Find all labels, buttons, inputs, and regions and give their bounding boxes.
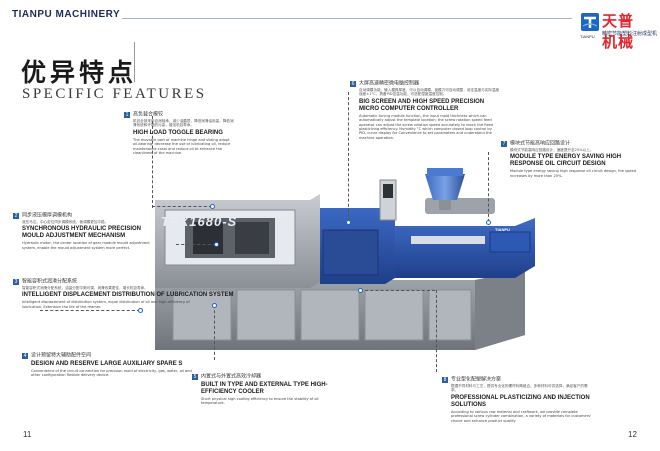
feature-title-en: SYNCHRONOUS HYDRAULIC PRECISION MOULD AD… — [22, 226, 142, 240]
title-english: SPECIFIC FEATURES — [22, 86, 207, 102]
leader-line — [152, 116, 153, 208]
feature-title-en: INTELLIGENT DISPLACEMENT DISTRIBUTION OF… — [22, 292, 234, 299]
feature-desc-en: Intelligent displacement of distribution… — [22, 300, 190, 309]
feature-desc-en: Short physical high cooling efficiency t… — [201, 397, 319, 406]
feature-number: 4 — [22, 353, 28, 359]
feature-number: 1 — [124, 112, 130, 118]
leader-line — [360, 290, 435, 291]
title-divider — [134, 42, 150, 82]
injection-machine-illustration — [155, 168, 535, 350]
feature-number: 8 — [442, 377, 448, 383]
feature-title-cn: 模块式节能高响应回路设计 — [510, 140, 571, 147]
feature-number: 3 — [13, 279, 19, 285]
feature-number: 7 — [501, 141, 507, 147]
feature-desc-cn: 智能容积式润滑分配系统，油量分配平衡可调，润滑效果更佳，增长机铰寿命。 — [22, 286, 148, 290]
feature-desc-cn: 机铰全部采用自润轴承，减少油磨损，降低润滑油用量，降低润滑系统和环境的污染，增加… — [133, 119, 234, 128]
callout-dot — [138, 308, 143, 313]
logo-english: TIANPU — [580, 34, 595, 39]
feature-number: 6 — [350, 81, 356, 87]
feature-title-en: MODULE TYPE ENERGY SAVING HIGH RESPONSE … — [510, 154, 622, 168]
logo-subtitle: 精密节能塑料注射成型机 — [602, 31, 658, 37]
machine-model-label: TPX1680-S — [161, 214, 238, 229]
callout-dot — [214, 242, 219, 247]
feature-title-cn: 同步液压模厚调模机构 — [22, 212, 73, 219]
feature-title-cn: 大屏高速精密微电脑控制器 — [359, 80, 420, 87]
leader-line — [436, 290, 437, 372]
callout-dot — [358, 288, 363, 293]
feature-title-en: DESIGN AND RESERVE LARGE AUXILIARY SPARE… — [31, 361, 183, 367]
feature-title-en: BIG SCREEN AND HIGH SPEED PRECISION MICR… — [359, 98, 485, 112]
feature-desc-en: The movable part of machine hinge and sl… — [133, 137, 231, 156]
leader-line — [176, 244, 216, 245]
hopper — [425, 174, 465, 200]
leader-line — [214, 305, 215, 360]
callout-dot — [210, 204, 215, 209]
machine-panel-label: TIANPU — [495, 227, 510, 232]
feature-title-en: HIGH LOAD TOGGLE BEARING — [133, 129, 223, 136]
brand-name: TIANPU MACHINERY — [12, 9, 121, 20]
feature-title-en: PROFESSIONAL PLASTICIZING AND INJECTION … — [451, 394, 590, 408]
feature-desc-en: According to various raw material and cr… — [451, 409, 592, 423]
feature-title-en: BUILT IN TYPE AND EXTERNAL TYPE HIGH-EFF… — [201, 382, 328, 395]
feature-title-cn: 设计预留特大辅助配件空间 — [31, 352, 92, 359]
feature-desc-en: Convenience of the circuit connection fo… — [31, 369, 192, 378]
feature-desc-cn: 自动调模功能，输入模具厚度，可以自动调模，锁模力可自动调整，设定温度与实际温度误… — [359, 88, 500, 97]
feature-title-cn: 智能容积式润滑分配系统 — [22, 278, 78, 285]
leader-line — [488, 152, 489, 222]
leader-line — [152, 206, 212, 207]
feature-desc-en: Hydraulic motor, the center location of … — [22, 241, 150, 250]
feature-title-cn: 高负载合模铰 — [133, 111, 164, 118]
feature-desc-cn: 根据不同材料与工艺，提供专业化的螺杆料筒组合，多种材料可供选择，满足客户的需求。 — [451, 384, 588, 393]
feature-desc-cn: 模块式节能高响应回路设计，速度提升至25%以上。 — [510, 148, 594, 152]
logo-chinese-name: 天普机械 — [602, 12, 635, 51]
callout-dot — [486, 220, 491, 225]
title-chinese: 优异特点 — [21, 58, 138, 87]
feature-title-cn: 专业型化配塑解决方案 — [451, 376, 502, 383]
leader-line — [348, 92, 349, 222]
header-rule — [122, 18, 572, 19]
callout-dot — [346, 220, 351, 225]
feature-desc-en: Automatic tuning module function, the in… — [359, 113, 493, 140]
feature-desc-cn: 液压马达、中心定位同步调模系统，使调模更加平稳。 — [22, 220, 109, 224]
company-logo: 天普机械 精密节能塑料注射成型机 TIANPU — [580, 10, 657, 51]
callout-dot — [212, 303, 217, 308]
leader-line — [40, 310, 140, 311]
feature-number: 5 — [192, 374, 198, 380]
page-number-right: 12 — [628, 430, 637, 439]
page-number-left: 11 — [23, 430, 32, 439]
feature-desc-en: Module type energy saving high response … — [510, 169, 637, 178]
logo-mark-icon — [581, 13, 599, 31]
feature-number: 2 — [13, 213, 19, 219]
feature-title-cn: 内置式与外置式高效冷却器 — [201, 373, 262, 380]
